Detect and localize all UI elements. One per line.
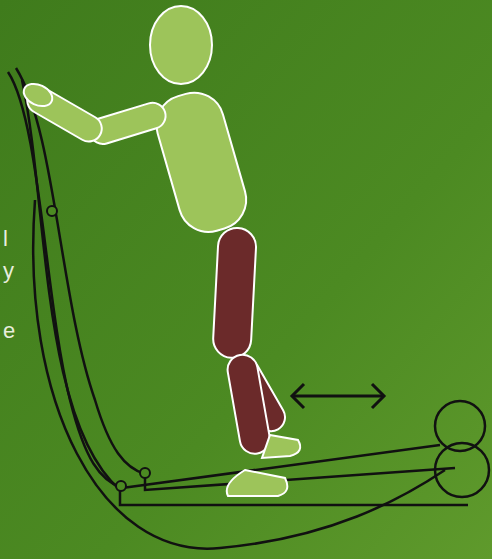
pivot-joints (47, 206, 150, 491)
edge-text-fragment: e (3, 320, 15, 342)
machine-frame (8, 68, 468, 549)
edge-text-fragment: y (3, 260, 14, 282)
motion-arrow (292, 384, 384, 408)
edge-text-fragment: l (3, 228, 8, 250)
flywheels (435, 401, 489, 497)
figure (20, 6, 300, 496)
